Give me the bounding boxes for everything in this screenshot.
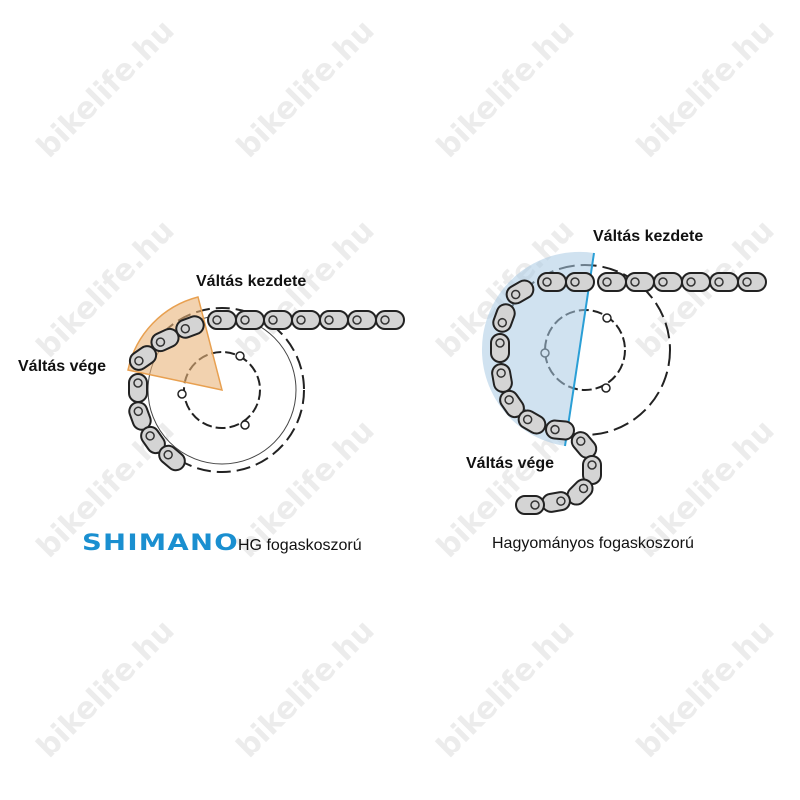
right-caption: Hagyományos fogaskoszorú: [492, 535, 694, 552]
hg-chain: [125, 310, 405, 475]
shimano-logo: SHIMANO: [82, 531, 239, 556]
right-label-shift-start: Váltás kezdete: [593, 228, 704, 245]
left-caption: HG fogaskoszorú: [238, 537, 362, 554]
left-label-shift-end: Váltás vége: [18, 358, 107, 375]
left-label-shift-start: Váltás kezdete: [196, 273, 307, 290]
hg-sprocket: [139, 307, 305, 473]
right-label-shift-end: Váltás vége: [466, 455, 555, 472]
